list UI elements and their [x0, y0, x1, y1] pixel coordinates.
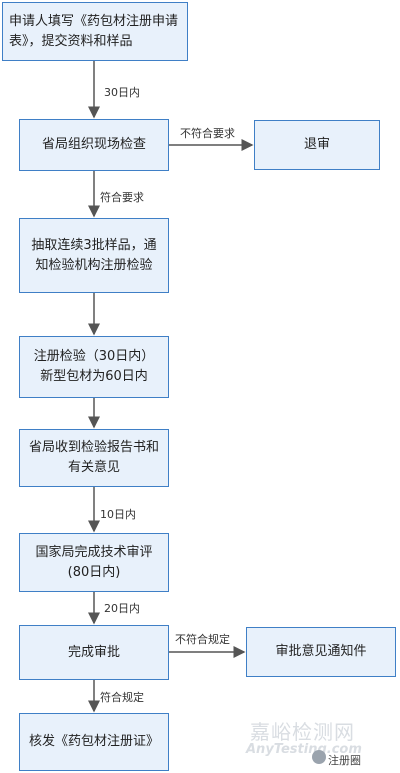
watermark-account: 注册圈 [328, 754, 361, 767]
node-review-line1: 国家局完成技术审评 [35, 544, 153, 560]
node-approve: 完成审批 [19, 625, 169, 680]
node-notice-text: 审批意见通知件 [275, 644, 367, 659]
node-report-text: 省局收到检验报告书和有关意见 [28, 440, 159, 475]
node-apply-text: 申请人填写《药包材注册申请表》，提交资料和样品 [9, 13, 179, 49]
node-review-line2: (80日内) [67, 564, 121, 580]
node-reject: 退审 [254, 120, 380, 170]
node-approve-text: 完成审批 [67, 644, 120, 660]
edge-label-conform: 符合规定 [100, 691, 144, 704]
node-test-line2: 新型包材为60日内 [40, 369, 148, 384]
edge-label-compliant: 符合要求 [100, 191, 144, 204]
edge-label-10days: 10日内 [100, 508, 136, 521]
node-sample: 抽取连续3批样品，通知检验机构注册检验 [19, 218, 169, 293]
node-sample-text: 抽取连续3批样品，通知检验机构注册检验 [31, 237, 157, 273]
node-inspect: 省局组织现场检查 [19, 119, 169, 171]
node-notice: 审批意见通知件 [246, 627, 396, 677]
node-apply: 申请人填写《药包材注册申请表》，提交资料和样品 [2, 2, 188, 61]
watermark-main: 嘉峪检测网 [250, 720, 355, 744]
wechat-account-icon [312, 750, 326, 764]
node-issue-text: 核发《药包材注册证》 [28, 734, 159, 749]
watermark-sub: AnyTesting.com [246, 742, 362, 757]
node-inspect-text: 省局组织现场检查 [41, 137, 146, 152]
edge-label-not-conform: 不符合规定 [175, 633, 230, 646]
node-report: 省局收到检验报告书和有关意见 [19, 429, 169, 487]
node-review: 国家局完成技术审评 (80日内) [19, 533, 169, 592]
edge-label-20days: 20日内 [104, 602, 140, 615]
node-test: 注册检验（30日内） 新型包材为60日内 [19, 336, 169, 398]
edge-label-not-compliant: 不符合要求 [180, 127, 235, 140]
node-test-line1: 注册检验（30日内） [33, 349, 155, 364]
node-reject-text: 退审 [303, 137, 330, 152]
node-issue: 核发《药包材注册证》 [19, 713, 169, 771]
edge-label-30days: 30日内 [104, 86, 140, 99]
